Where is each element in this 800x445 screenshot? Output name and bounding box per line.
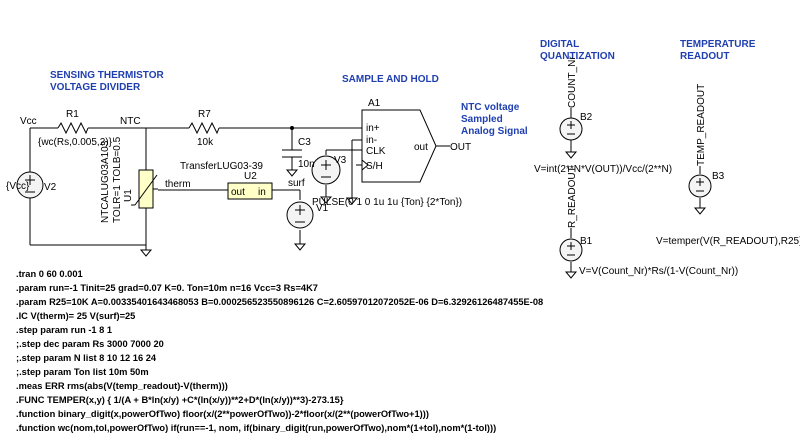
r1-resistor-icon[interactable] (57, 121, 89, 135)
a1-label: A1 (368, 98, 381, 109)
c3-value: 10n (298, 159, 315, 170)
ground-icon (319, 196, 333, 204)
r1-value: {wc(Rs,0.005,2)} (38, 137, 113, 148)
b2-label: B2 (580, 112, 593, 123)
v3-value: PULSE(0 1 0 1u 1u {Ton} {2*Ton}) (312, 197, 462, 208)
a1-in-plus: in+ (366, 123, 380, 134)
therm-net-label: therm (165, 179, 191, 190)
ground-icon (293, 243, 307, 251)
b1-source-icon[interactable] (559, 238, 583, 262)
directive-line: ;.step param Ton list 10m 50m (16, 367, 149, 377)
u2-value: TransferLUG03-39 (180, 161, 263, 172)
v3-pulse-source-icon[interactable] (311, 155, 341, 185)
ground-symbols (139, 151, 707, 279)
v2-label: V2 (44, 182, 57, 193)
vcc-net-label: Vcc (20, 116, 37, 127)
v2-source-icon[interactable] (16, 171, 44, 199)
directive-line: .tran 0 60 0.001 (16, 269, 83, 279)
b3-source-icon[interactable] (688, 174, 712, 198)
ntc-net-label: NTC (120, 116, 141, 127)
directive-line: .meas ERR rms(abs(V(temp_readout)-V(ther… (16, 381, 228, 391)
out-net-label: OUT (450, 142, 471, 153)
c3-capacitor-icon[interactable] (282, 149, 302, 158)
directive-line: .step param run -1 8 1 (16, 325, 112, 335)
directive-line: .function binary_digit(x,powerOfTwo) flo… (16, 409, 429, 419)
temp-readout-net-label: TEMP_READOUT (696, 84, 707, 166)
ground-icon (285, 169, 299, 177)
digital-heading-2: QUANTIZATION (540, 51, 615, 62)
a1-sample-hold-block[interactable] (361, 109, 437, 183)
sensing-heading-1: SENSING THERMISTOR (50, 70, 164, 81)
a1-sh: S/H (366, 161, 383, 172)
r1-label: R1 (66, 109, 79, 120)
u1-value-2: TOLR=1 TOLB=0.5 (112, 136, 123, 223)
b3-label: B3 (712, 171, 725, 182)
directive-line: ;.step param N list 8 10 12 16 24 (16, 353, 157, 363)
directive-line: .param run=-1 Tinit=25 grad=0.07 K=0. To… (16, 283, 318, 293)
u1-label: U1 (123, 189, 134, 202)
r-readout-net-label: R_READOUT (567, 166, 578, 228)
directive-line: .FUNC TEMPER(x,y) { 1/(A + B*ln(x/y) +C*… (16, 395, 344, 405)
ground-icon (564, 271, 578, 279)
ground-icon (345, 197, 359, 205)
u1-value-1: NTCALUG03A103 (100, 140, 111, 223)
u2-transfer-block[interactable] (227, 182, 273, 200)
b2-value: V=int(2**N*V(OUT))/Vcc/(2**N) (534, 164, 672, 175)
surf-net-label: surf (288, 178, 305, 189)
temp-heading-1: TEMPERATURE (680, 39, 756, 50)
directive-line: .IC V(therm)= 25 V(surf)=25 (16, 311, 135, 321)
ntc-heading-2: Sampled (461, 114, 503, 125)
r7-value: 10k (197, 137, 214, 148)
c3-label: C3 (298, 137, 311, 148)
directive-line: ;.step dec param Rs 3000 7000 20 (16, 339, 164, 349)
sensing-heading-2: VOLTAGE DIVIDER (50, 82, 141, 93)
v3-label: V3 (334, 155, 347, 166)
b1-value: V=V(Count_Nr)*Rs/(1-V(Count_Nr)) (579, 266, 738, 277)
ground-icon (564, 151, 578, 159)
ground-icon (139, 249, 153, 257)
sample-hold-heading: SAMPLE AND HOLD (342, 74, 439, 85)
ntc-heading-3: Analog Signal (461, 126, 528, 137)
count-nr-net-label: COUNT_Nr (567, 56, 578, 108)
ground-icon (693, 207, 707, 215)
temp-heading-2: READOUT (680, 51, 729, 62)
r7-label: R7 (198, 109, 211, 120)
b3-value: V=temper(V(R_READOUT),R25) (656, 236, 800, 247)
u2-out-pin: out (231, 187, 245, 198)
u1-thermistor-icon[interactable] (131, 169, 158, 209)
u2-in-pin: in (258, 187, 266, 198)
b1-label: B1 (580, 236, 593, 247)
a1-in-minus: in- (366, 135, 377, 146)
a1-out-pin: out (414, 142, 428, 153)
v1-source-icon[interactable] (286, 201, 314, 229)
b2-source-icon[interactable] (559, 117, 583, 141)
r7-resistor-icon[interactable] (188, 121, 220, 135)
v1-label: V1 (316, 203, 329, 214)
directive-line: .function wc(nom,tol,powerOfTwo) if(run=… (16, 423, 496, 433)
u2-label: U2 (244, 171, 257, 182)
spice-directives: .tran 0 60 0.001 .param run=-1 Tinit=25 … (16, 269, 543, 433)
junction-dot (290, 126, 294, 130)
directive-line: .param R25=10K A=0.00335401643468053 B=0… (16, 297, 543, 307)
wires (29, 108, 701, 272)
v2-value: {Vcc} (6, 181, 30, 192)
ntc-heading-1: NTC voltage (461, 102, 520, 113)
a1-clk: CLK (366, 146, 386, 157)
digital-heading-1: DIGITAL (540, 39, 579, 50)
